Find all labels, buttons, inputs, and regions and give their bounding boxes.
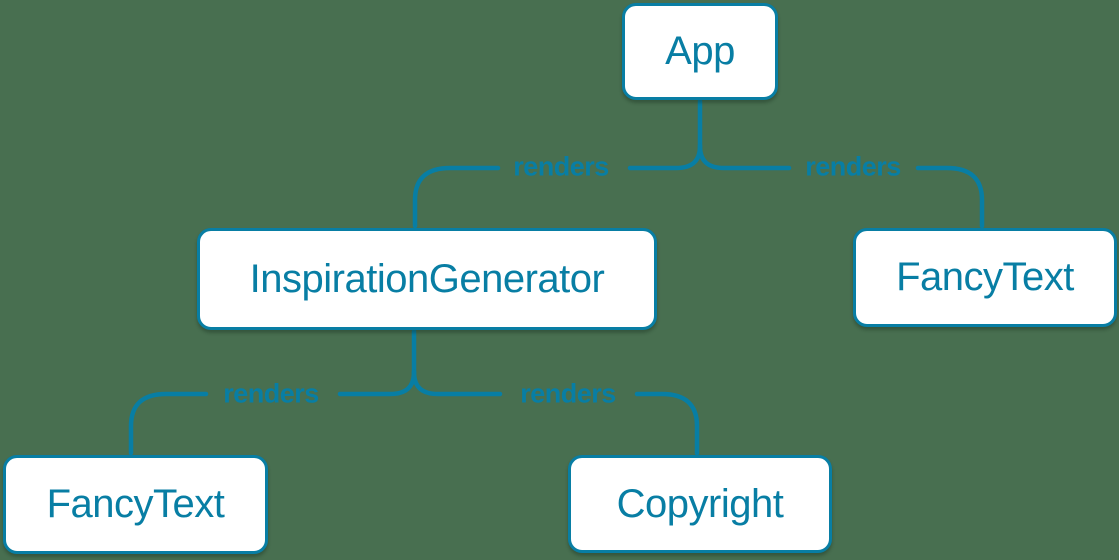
edge-app-right-tail [915, 165, 985, 229]
node-fancy-text-right-label: FancyText [896, 255, 1074, 299]
edge-label-renders-app-inspiration: renders [513, 151, 609, 182]
node-app: App [622, 3, 778, 100]
edge-label-renders-app-fancytext: renders [805, 151, 901, 182]
node-app-label: App [665, 29, 735, 73]
edge-ig-left-tail [128, 391, 209, 456]
node-inspiration-generator-label: InspirationGenerator [249, 256, 605, 301]
node-fancy-text-left: FancyText [3, 455, 268, 554]
edge-ig-left-flare [337, 369, 417, 397]
edge-app-left-tail [412, 165, 501, 229]
edge-app-left-flare [627, 143, 703, 171]
edge-label-renders-inspiration-copyright: renders [520, 378, 616, 409]
node-copyright-label: Copyright [616, 481, 784, 526]
edge-ig-right-tail [634, 391, 700, 456]
node-copyright: Copyright [568, 455, 832, 553]
edge-app-right-flare [697, 143, 792, 171]
node-fancy-text-right: FancyText [853, 228, 1117, 327]
edge-ig-right-flare [411, 369, 503, 397]
node-inspiration-generator: InspirationGenerator [197, 228, 657, 330]
node-fancy-text-left-label: FancyText [46, 482, 225, 526]
edge-label-renders-inspiration-fancytext: renders [223, 378, 319, 409]
